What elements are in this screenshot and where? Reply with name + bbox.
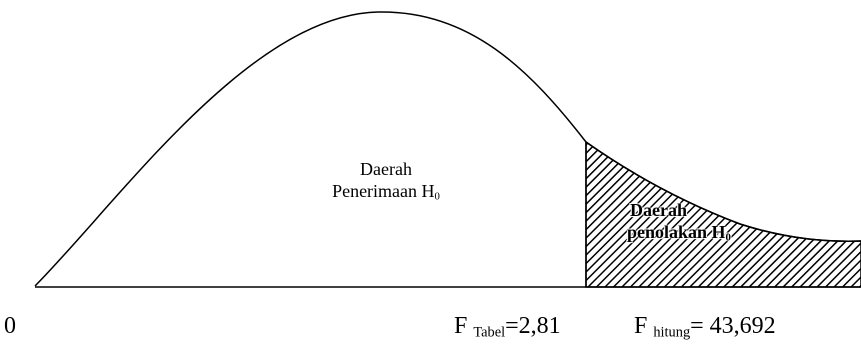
f-tabel-label: F Tabel=2,81 xyxy=(454,313,561,341)
rejection-region-label: Daerah penolakan H0 xyxy=(627,199,731,244)
distribution-curve xyxy=(34,11,861,287)
f-hitung-label: F hitung= 43,692 xyxy=(634,313,776,341)
acceptance-region-label: Daerah Penerimaan H0 xyxy=(298,158,474,202)
acceptance-label-line2: Penerimaan H0 xyxy=(332,181,440,203)
rejection-label-line1: Daerah xyxy=(630,200,687,220)
rejection-label-line2: penolakan H0 xyxy=(627,222,731,244)
origin-label: 0 xyxy=(4,313,16,339)
acceptance-label-line1: Daerah xyxy=(360,159,412,179)
